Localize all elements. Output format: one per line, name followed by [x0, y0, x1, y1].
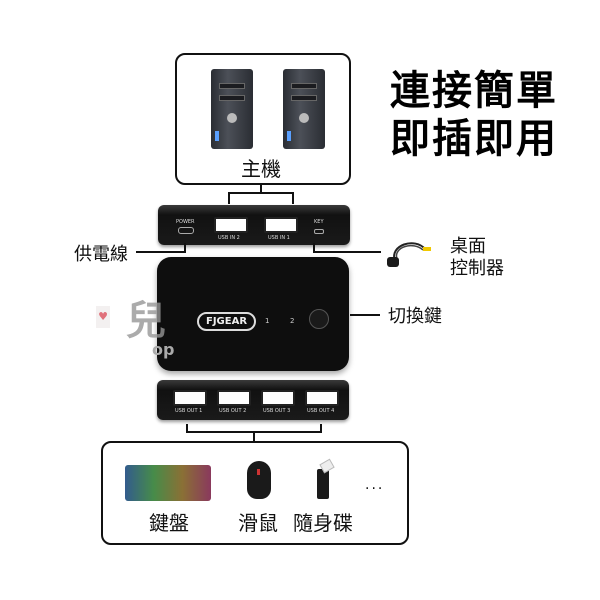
port-label-usb-in-1: USB IN 1 [268, 235, 290, 241]
hosts-box: 主機 [175, 53, 351, 185]
indicator-2: 2 [290, 317, 295, 325]
keyboard-label: 鍵盤 [149, 511, 189, 535]
indicator-1: 1 [265, 317, 270, 325]
usb-out-4-port [305, 390, 339, 406]
usb-out-2-port [217, 390, 251, 406]
input-port-bar: POWER USB IN 2 USB IN 1 KEY [158, 205, 350, 245]
usb-drive-label: 隨身碟 [293, 511, 353, 535]
usb-out-3-port [261, 390, 295, 406]
port-label-usb-out-2: USB OUT 2 [219, 408, 247, 414]
brand-logo: FJGEAR [197, 312, 257, 331]
port-label-usb-in-2: USB IN 2 [218, 235, 240, 241]
headline-line2: 即插即用 [390, 116, 558, 162]
port-label-key: KEY [314, 219, 324, 225]
port-label-power: POWER [176, 219, 195, 225]
usb-out-1-port [173, 390, 207, 406]
port-label-usb-out-4: USB OUT 4 [307, 408, 335, 414]
remote-label-line2: 控制器 [450, 258, 504, 279]
watermark-glyph: 兒 [126, 298, 166, 344]
headline-line1: 連接簡單 [390, 68, 558, 114]
power-port [178, 227, 194, 234]
mouse-icon [247, 461, 271, 499]
keyboard-icon [125, 465, 211, 501]
switch-button-label: 切換鍵 [388, 306, 442, 327]
power-cable-label: 供電線 [74, 244, 128, 265]
key-port [314, 229, 324, 234]
watermark-text: op [152, 340, 175, 359]
usb-drive-icon [317, 458, 335, 499]
port-label-usb-out-1: USB OUT 1 [175, 408, 203, 414]
port-label-usb-out-3: USB OUT 3 [263, 408, 291, 414]
desktop-tower-icon [211, 69, 253, 149]
usb-in-2-port [214, 217, 248, 233]
remote-label-line1: 桌面 [450, 236, 486, 257]
hosts-label: 主機 [241, 157, 281, 181]
output-port-bar: USB OUT 1 USB OUT 2 USB OUT 3 USB OUT 4 [157, 380, 349, 420]
heart-sticker-icon: ♥ [96, 306, 110, 328]
usb-in-1-port [264, 217, 298, 233]
desktop-tower-icon [283, 69, 325, 149]
mouse-label: 滑鼠 [238, 511, 278, 535]
switch-button-icon[interactable] [309, 309, 329, 329]
devices-box: ... 鍵盤 滑鼠 隨身碟 [101, 441, 409, 545]
desktop-remote-icon [385, 235, 435, 269]
kvm-switch-body: FJGEAR 1 2 [157, 257, 349, 371]
more-devices-ellipsis: ... [365, 477, 385, 493]
